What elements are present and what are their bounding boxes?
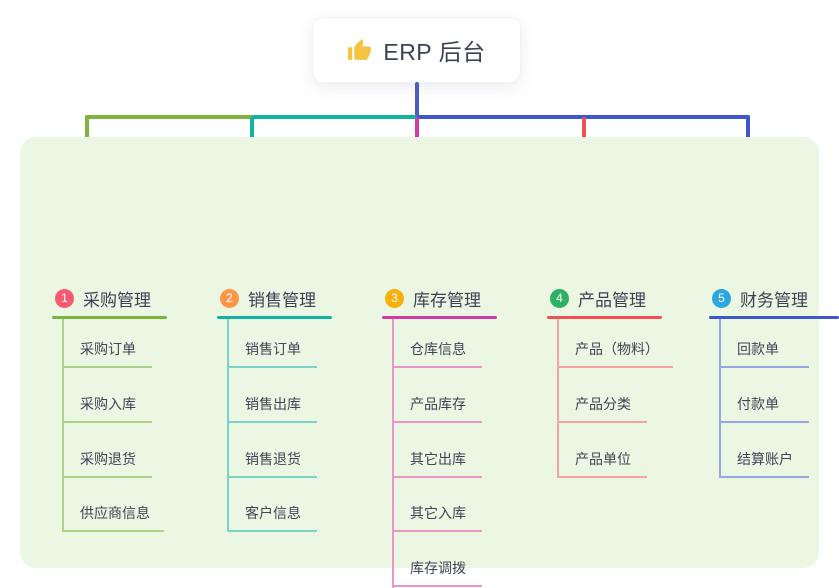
branch-number-badge: 5	[712, 288, 731, 308]
root-node-title: ERP 后台	[383, 39, 486, 65]
leaf-node[interactable]: 仓库信息	[394, 319, 482, 368]
branch-column-3: 3库存管理仓库信息产品库存其它出库其它入库库存调拨库存盘点出库库明细	[382, 287, 497, 588]
leaf-node[interactable]: 产品单位	[559, 423, 647, 478]
leaf-node[interactable]: 结算账户	[721, 423, 809, 478]
leaf-node[interactable]: 付款单	[721, 368, 809, 423]
drop-line-product	[582, 117, 586, 142]
leaf-node-label: 采购入库	[80, 395, 136, 412]
branch-column-2: 2 销售管理销售订单销售出库销售退货客户信息	[217, 287, 332, 533]
trunk-line	[415, 82, 419, 118]
branch-underline	[547, 316, 662, 319]
branch-column-5: 5 财务管理回款单付款单结算账户	[709, 287, 839, 478]
drop-line-purchase	[85, 115, 89, 142]
branch-title: 库存管理	[413, 290, 481, 310]
thumbs-up-icon	[348, 38, 372, 60]
leaf-node[interactable]: 销售订单	[229, 319, 317, 368]
leaf-node-label: 其它入库	[410, 505, 466, 522]
branches-panel: 1 采购管理采购订单采购入库采购退货供应商信息 2 销售管理销售订单销售出库销售退货客…	[20, 137, 839, 588]
leaf-node-label: 回款单	[737, 341, 779, 357]
branch-underline	[709, 316, 839, 319]
branch-number-badge: 3	[385, 288, 404, 308]
leaf-node[interactable]: 产品库存	[394, 368, 482, 423]
bus-line-sales	[252, 115, 417, 119]
leaf-node-label: 产品（物料）	[575, 341, 659, 357]
leaf-node-label: 采购退货	[80, 450, 136, 467]
branch-title: 产品管理	[578, 290, 646, 310]
drop-line-sales	[250, 117, 254, 142]
leaf-node-label: 仓库信息	[410, 341, 466, 357]
branch-title: 采购管理	[83, 290, 151, 310]
leaf-node[interactable]: 销售出库	[229, 368, 317, 423]
branch-header-2[interactable]: 2 销售管理	[217, 287, 332, 310]
branch-items: 回款单付款单结算账户	[719, 319, 839, 478]
branch-items: 销售订单销售出库销售退货客户信息	[227, 319, 332, 533]
drop-line-finance	[746, 115, 750, 142]
leaf-node-label: 供应商信息	[80, 505, 150, 522]
leaf-node[interactable]: 采购退货	[64, 423, 152, 478]
leaf-node[interactable]: 销售退货	[229, 423, 317, 478]
leaf-node[interactable]: 回款单	[721, 319, 809, 368]
leaf-node-label: 销售出库	[245, 395, 301, 412]
leaf-node-label: 销售订单	[245, 341, 301, 357]
leaf-node[interactable]: 供应商信息	[64, 478, 164, 533]
leaf-node[interactable]: 采购入库	[64, 368, 152, 423]
leaf-node-label: 产品单位	[575, 450, 631, 467]
leaf-node-label: 付款单	[737, 395, 779, 412]
leaf-node-label: 结算账户	[737, 450, 793, 467]
leaf-node[interactable]: 采购订单	[64, 319, 152, 368]
branch-title: 财务管理	[740, 290, 808, 310]
branch-column-1: 1 采购管理采购订单采购入库采购退货供应商信息	[52, 287, 167, 533]
leaf-node[interactable]: 客户信息	[229, 478, 317, 533]
root-node-erp[interactable]: ERP 后台	[313, 18, 520, 82]
leaf-node-label: 产品分类	[575, 395, 631, 412]
leaf-node-label: 客户信息	[245, 505, 301, 522]
leaf-node-label: 产品库存	[410, 395, 466, 412]
branch-items: 采购订单采购入库采购退货供应商信息	[62, 319, 167, 533]
leaf-node-label: 采购订单	[80, 341, 136, 357]
leaf-node[interactable]: 产品分类	[559, 368, 647, 423]
branch-items: 产品（物料） 产品分类产品单位	[557, 319, 673, 478]
leaf-node[interactable]: 产品（物料）	[559, 319, 673, 368]
branch-underline	[382, 316, 497, 319]
branch-underline	[217, 316, 332, 319]
leaf-node-label: 销售退货	[245, 450, 301, 467]
leaf-node-label: 其它出库	[410, 450, 466, 467]
branch-number-badge: 2	[220, 288, 239, 308]
branch-header-1[interactable]: 1 采购管理	[52, 287, 167, 310]
drop-line-inventory	[415, 117, 419, 142]
leaf-node[interactable]: 库存调拨	[394, 532, 482, 588]
branch-header-3[interactable]: 3 库存管理	[382, 287, 497, 310]
branch-number-badge: 1	[55, 288, 74, 308]
branch-column-4: 4 产品管理产品（物料） 产品分类产品单位	[547, 287, 673, 478]
branch-title: 销售管理	[248, 290, 316, 310]
bus-line-purchase	[85, 115, 254, 119]
branch-items: 仓库信息产品库存其它出库其它入库库存调拨库存盘点出库库明细	[392, 319, 497, 588]
leaf-node[interactable]: 其它入库	[394, 478, 482, 533]
leaf-node-label: 库存调拨	[410, 560, 466, 577]
branch-underline	[52, 316, 167, 319]
leaf-node[interactable]: 其它出库	[394, 423, 482, 478]
branch-number-badge: 4	[550, 288, 569, 308]
branch-header-5[interactable]: 5 财务管理	[709, 287, 839, 310]
branch-header-4[interactable]: 4 产品管理	[547, 287, 673, 310]
